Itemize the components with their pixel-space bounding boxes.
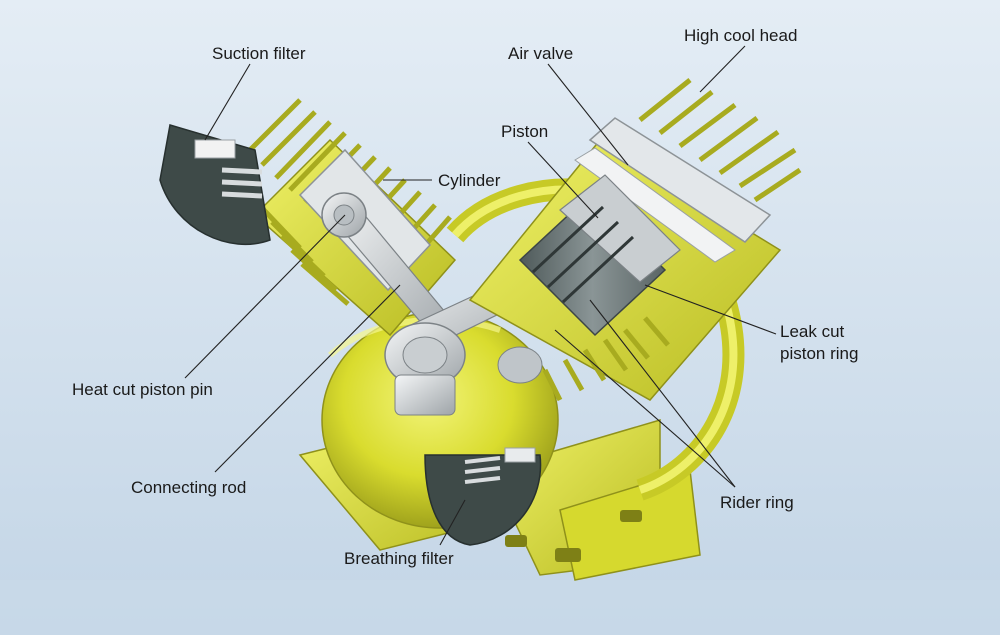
label-high-cool-head: High cool head: [684, 26, 798, 45]
piston-shape: [518, 174, 681, 337]
label-heat-cut-piston-pin: Heat cut piston pin: [72, 380, 213, 399]
leader-breathing-filter: [439, 499, 466, 546]
label-rider-ring: Rider ring: [720, 493, 794, 512]
leader-heat-cut-pin: [184, 214, 346, 379]
leader-connecting-rod: [214, 284, 401, 473]
label-leak-cut-line1: Leak cut: [780, 322, 845, 341]
suction-filter-shape: [159, 124, 271, 245]
label-suction-filter: Suction filter: [212, 44, 306, 63]
leader-high-cool-head: [699, 45, 746, 93]
leader-rider-ring-a: [589, 299, 736, 488]
bottom-band: [0, 580, 1000, 635]
label-air-valve: Air valve: [508, 44, 574, 63]
leader-piston: [527, 141, 599, 219]
leader-rider-ring-b: [554, 329, 736, 488]
label-piston: Piston: [501, 122, 549, 141]
right-cylinder: [468, 78, 802, 402]
label-leak-cut-line2: piston ring: [780, 344, 859, 363]
leader-suction-filter: [204, 63, 251, 141]
breathing-filter-shape: [424, 447, 542, 546]
label-breathing-filter: Breathing filter: [344, 549, 454, 568]
leader-lines: [184, 45, 777, 546]
label-cylinder: Cylinder: [438, 171, 501, 190]
leader-air-valve: [547, 63, 629, 166]
label-connecting-rod: Connecting rod: [131, 478, 247, 497]
leader-leak-cut: [644, 284, 777, 335]
